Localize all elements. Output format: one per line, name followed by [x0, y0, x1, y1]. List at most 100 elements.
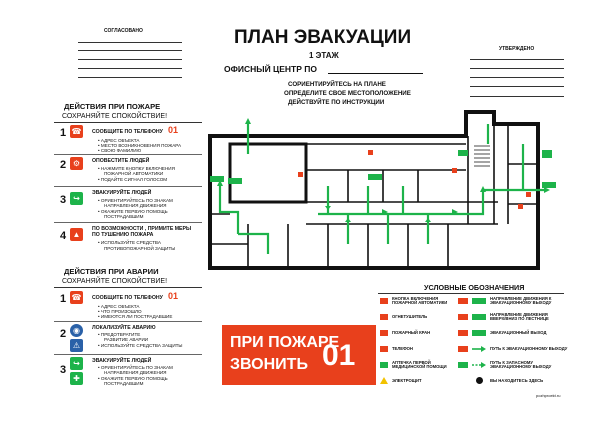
extinguisher-sign-icon — [458, 314, 468, 320]
accident-actions-panel: ДЕЙСТВИЯ ПРИ АВАРИИ СОХРАНЯЙТЕ СПОКОЙСТВ… — [52, 268, 202, 393]
fire-step-1: 1 ☎ СООБЩИТЕ ПО ТЕЛЕФОНУ 01 • АДРЕС ОБЪЕ… — [52, 124, 202, 155]
route-line-icon — [472, 346, 486, 352]
exit-icon: ↪ — [70, 192, 83, 205]
accident-step-3-bullet-4: ПОСТРАДАВШИМ — [104, 381, 144, 386]
fire-step-1-number: 1 — [60, 127, 67, 139]
fire-step-3-bullet-1: • ОРИЕНТИРУЙТЕСЬ ПО ЗНАКАМ — [98, 198, 173, 203]
you-are-here-icon — [476, 377, 483, 384]
fire-panel-divider — [54, 122, 202, 123]
fire-step-1-bullet-3: • СВОЮ ФАМИЛИЮ — [98, 148, 142, 153]
office-label: ОФИСНЫЙ ЦЕНТР ПО — [224, 64, 318, 74]
legend-label: ЭЛЕКТРОЩИТ — [392, 378, 422, 383]
extinguisher-icon: ▲ — [70, 228, 83, 241]
accident-step-2-bullet-1: • ПРЕДОТВРАТИТЕ — [98, 332, 141, 337]
fire-step-1-phone: 01 — [168, 125, 179, 135]
first-aid-icon — [380, 362, 388, 368]
accident-step-1: 1 ☎ СООБЩИТЕ ПО ТЕЛЕФОНУ 01 • АДРЕС ОБЪЕ… — [52, 290, 202, 322]
phone-icon: ☎ — [70, 291, 83, 304]
spare-route-line-icon — [472, 362, 486, 368]
approval-line-5 — [78, 77, 182, 78]
fire-hose-sign-icon — [458, 330, 468, 336]
legend-label: ПОЖАРНЫЙ КРАН — [392, 330, 431, 335]
accident-step-1-bullet-1: • АДРЕС ОБЪЕКТА — [98, 304, 140, 309]
accident-step-3-bullet-3: • ОКАЖИТЕ ПЕРВУЮ ПОМОЩЬ — [98, 376, 168, 381]
approval-line-2 — [78, 50, 182, 51]
legend-label: ПУТЬ К ЭВАКУАЦИОННОМУ ВЫХОДУ — [490, 346, 568, 351]
staircase — [474, 145, 490, 167]
legend-label: НАПРАВЛЕНИЕ ДВИЖЕНИЯ ВВЕРХ/ВНИЗ ПО ЛЕСТН… — [490, 312, 549, 322]
accident-panel-subtitle: СОХРАНЯЙТЕ СПОКОЙСТВИЕ! — [62, 278, 168, 285]
accident-step-3-title: ЭВАКУИРУЙТЕ ЛЮДЕЙ — [92, 358, 152, 364]
legend-item-you-are-here: ВЫ НАХОДИТЕСЬ ЗДЕСЬ — [472, 376, 564, 390]
route-arrows — [217, 118, 550, 222]
call-banner-line-2: ЗВОНИТЬ — [230, 356, 308, 373]
page-title: ПЛАН ЭВАКУАЦИИ — [234, 27, 412, 48]
approval-line-1 — [78, 42, 182, 43]
fire-step-2-title: ОПОВЕСТИТЕ ЛЮДЕЙ — [92, 158, 150, 164]
phone-icon: ☎ — [70, 125, 83, 138]
confirmed-label: УТВЕРЖДЕНО — [499, 46, 535, 52]
accident-step-3-number: 3 — [60, 364, 67, 376]
evacuation-routes — [218, 122, 546, 254]
fire-step-1-title: СООБЩИТЕ ПО ТЕЛЕФОНУ — [92, 129, 163, 135]
accident-step-3-bullet-1: • ОРИЕНТИРУЙТЕСЬ ПО ЗНАКАМ — [98, 365, 173, 370]
floor-label: 1 ЭТАЖ — [309, 51, 339, 60]
fire-step-divider — [54, 154, 202, 155]
accident-step-3: 3 ↪ ✚ ЭВАКУИРУЙТЕ ЛЮДЕЙ • ОРИЕНТИРУЙТЕСЬ… — [52, 356, 202, 392]
fire-call-banner: ПРИ ПОЖАРЕ ЗВОНИТЬ 01 — [222, 325, 376, 385]
fire-hose-icon — [380, 330, 388, 336]
first-aid-sign-icon — [458, 362, 468, 368]
fire-step-4-number: 4 — [60, 230, 67, 242]
accident-panel-divider — [54, 287, 202, 288]
accident-step-2-number: 2 — [60, 328, 67, 340]
alarm-button-icon — [458, 298, 468, 304]
fire-step-divider — [54, 222, 202, 223]
legend-item-switchboard: ЭЛЕКТРОЩИТ — [378, 376, 470, 390]
accident-step-2: 2 ◉ ⚠ ЛОКАЛИЗУЙТЕ АВАРИЮ • ПРЕДОТВРАТИТЕ… — [52, 323, 202, 355]
accident-step-1-title: СООБЩИТЕ ПО ТЕЛЕФОНУ — [92, 295, 163, 301]
fire-step-1-bullet-1: • АДРЕС ОБЪЕКТА — [98, 138, 140, 143]
first-aid-icon: ✚ — [70, 372, 83, 385]
electric-hazard-icon — [380, 377, 388, 384]
fire-step-3-bullet-2: НАПРАВЛЕНИЯ ДВИЖЕНИЯ — [104, 203, 167, 208]
accident-step-1-bullet-2: • ЧТО ПРОИЗОШЛО — [98, 309, 142, 314]
fire-step-4-bullet-2: ПРОТИВОПОЖАРНОЙ ЗАЩИТЫ — [104, 246, 176, 251]
credit-text: pozhproekt.ru — [536, 393, 561, 398]
legend-label: ТЕЛЕФОН — [392, 346, 413, 351]
legend-item-extinguisher: ОГНЕТУШИТЕЛЬ — [378, 312, 470, 326]
fire-step-1-bullet-2: • МЕСТО ВОЗНИКНОВЕНИЯ ПОЖАРА — [98, 143, 182, 148]
fire-step-2-number: 2 — [60, 159, 67, 171]
legend-label: ПУТЬ К ЗАПАСНОМУ ЭВАКУАЦИОННОМУ ВЫХОДУ — [490, 360, 552, 370]
phone-sign-icon — [458, 346, 468, 352]
confirm-line-1 — [470, 59, 564, 60]
confirm-line-5 — [470, 96, 564, 97]
legend-title: УСЛОВНЫЕ ОБОЗНАЧЕНИЯ — [424, 283, 525, 292]
legend-item-phone: ТЕЛЕФОН — [378, 344, 470, 358]
fire-equipment-marks — [298, 150, 531, 209]
fire-step-4: 4 ▲ ПО ВОЗМОЖНОСТИ , ПРИМИТЕ МЕРЫ ПО ТУШ… — [52, 224, 202, 260]
direction-sign-icon — [472, 298, 486, 304]
legend-item-stairs-direction: НАПРАВЛЕНИЕ ДВИЖЕНИЯ ВВЕРХ/ВНИЗ ПО ЛЕСТН… — [472, 312, 564, 326]
fire-panel-title: ДЕЙСТВИЯ ПРИ ПОЖАРЕ — [64, 102, 161, 111]
hazard-icon: ⚠ — [70, 339, 83, 352]
floor-plan — [208, 110, 556, 270]
accident-step-1-phone: 01 — [168, 291, 179, 301]
fire-panel-subtitle: СОХРАНЯЙТЕ СПОКОЙСТВИЕ! — [62, 113, 168, 120]
inner-courtyard — [228, 142, 308, 204]
accident-step-2-title: ЛОКАЛИЗУЙТЕ АВАРИЮ — [92, 325, 156, 331]
call-banner-line-1: ПРИ ПОЖАРЕ — [230, 334, 340, 351]
alarm-icon: ⚙ — [70, 157, 83, 170]
confirm-line-3 — [470, 77, 564, 78]
fire-step-3-bullet-4: ПОСТРАДАВШИМ — [104, 214, 144, 219]
office-name-line — [328, 73, 423, 74]
legend-item-alarm-button: КНОПКА ВКЛЮЧЕНИЯ ПОЖАРНОЙ АВТОМАТИКИ — [378, 296, 470, 310]
fire-step-divider — [54, 186, 202, 187]
legend-item-route: ПУТЬ К ЭВАКУАЦИОННОМУ ВЫХОДУ — [472, 344, 568, 358]
approval-line-3 — [78, 59, 182, 60]
legend-item-spare-route: ПУТЬ К ЗАПАСНОМУ ЭВАКУАЦИОННОМУ ВЫХОДУ — [472, 360, 564, 374]
fire-step-4-bullet-1: • ИСПОЛЬЗУЙТЕ СРЕДСТВА — [98, 240, 161, 245]
accident-step-2-bullet-3: • ИСПОЛЬЗУЙТЕ СРЕДСТВА ЗАЩИТЫ — [98, 343, 183, 348]
instruction-3: ДЕЙСТВУЙТЕ ПО ИНСТРУКЦИИ — [288, 99, 385, 106]
fire-step-4-title: ПО ВОЗМОЖНОСТИ , ПРИМИТЕ МЕРЫ — [92, 226, 192, 232]
